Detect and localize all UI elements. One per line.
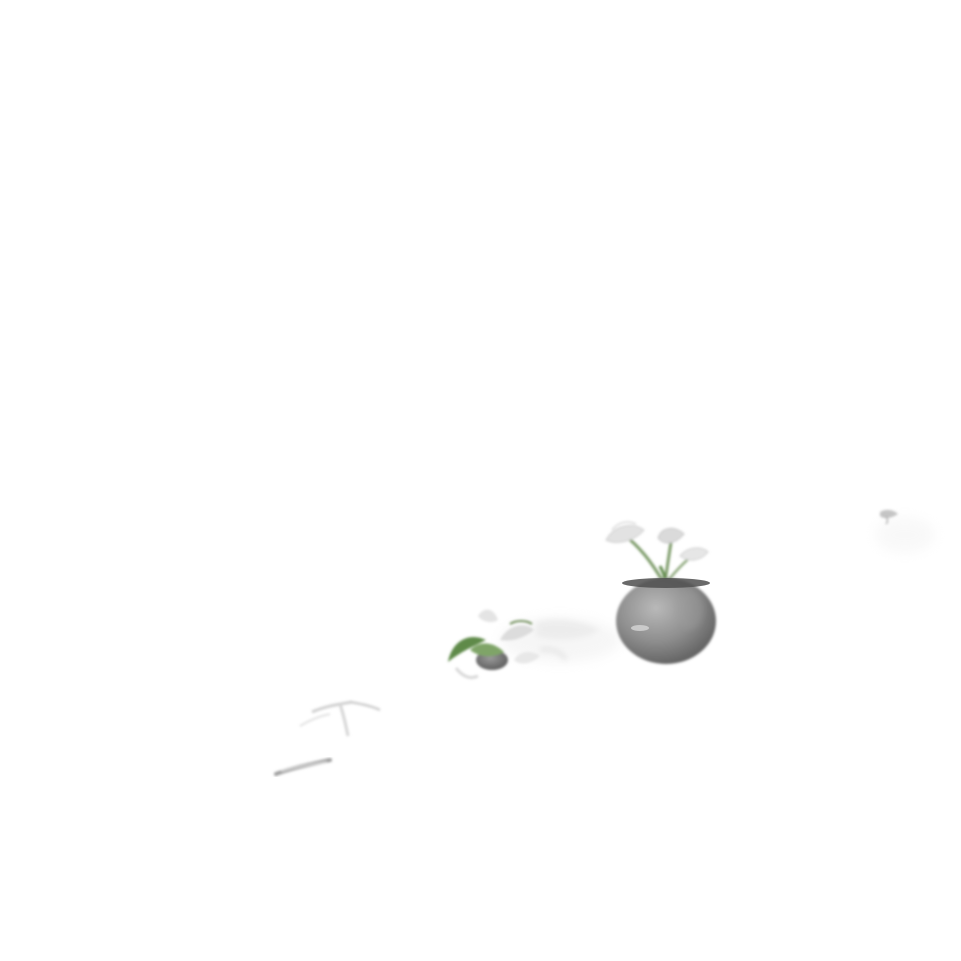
small-plant — [448, 609, 540, 680]
large-potted-plant — [605, 521, 716, 664]
faint-debris — [299, 700, 381, 737]
faint-mark — [274, 758, 332, 776]
ghost-shapes — [536, 619, 600, 662]
distant-speck — [880, 509, 898, 525]
background-haze — [500, 517, 935, 662]
